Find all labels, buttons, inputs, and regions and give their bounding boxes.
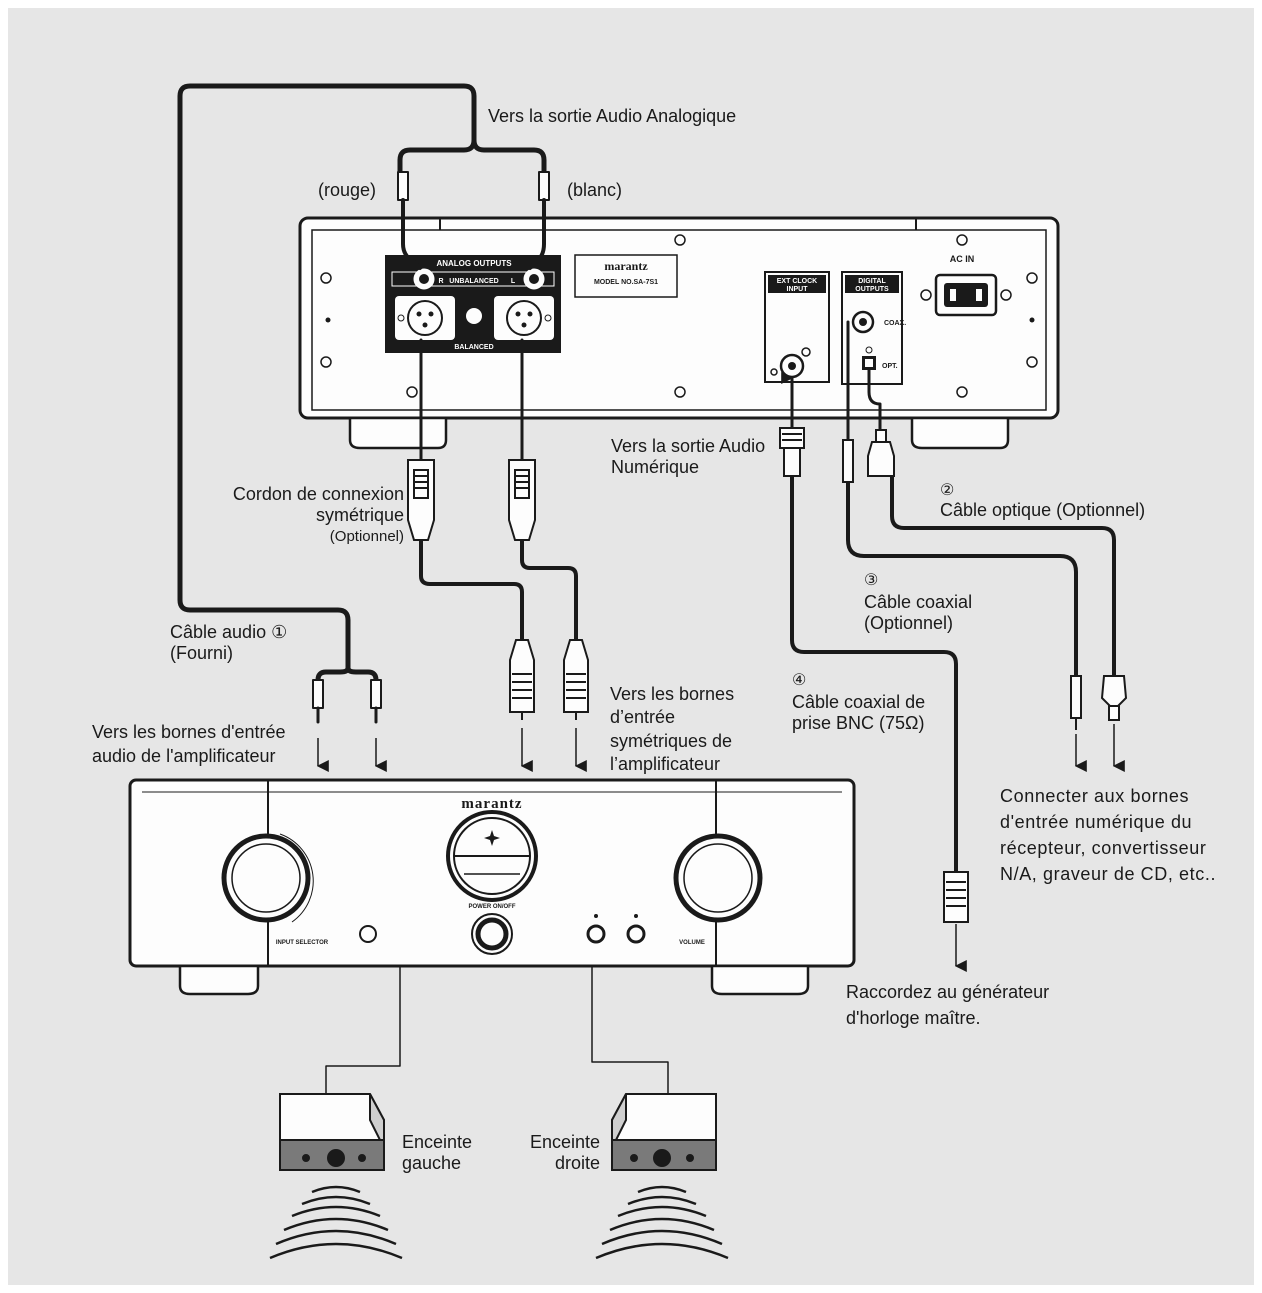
speaker-left-icon [279,1093,385,1171]
digital-connect-label-1: Connecter aux bornes [1000,786,1190,806]
sound-wave-icons [269,1185,729,1260]
player-digital-outputs-label-1: DIGITAL [858,278,886,285]
optical-cable-label: Câble optique (Optionnel) [940,500,1146,520]
player-ext-clock-label-1: EXT CLOCK [777,278,817,285]
cd-player-back-panel [298,216,1060,450]
balanced-input-label-4: l’amplificateur [610,754,721,774]
cables [177,83,1116,1095]
digital-output-label-2: Numérique [611,457,700,477]
blanc-label: (blanc) [567,180,623,200]
digital-connect-label-4: N/A, graveur de CD, etc.. [1000,864,1217,884]
speaker-left-label-2: gauche [402,1153,462,1173]
optical-number: ② [940,482,955,499]
amp-input-label-2: audio de l'amplificateur [92,746,276,766]
balanced-input-label-1: Vers les bornes [610,684,735,704]
screw-icons [320,234,1038,398]
audio-cable-label-2: (Fourni) [170,643,234,663]
balanced-input-label-2: d’entrée [610,707,676,727]
digital-connect-label-2: d'entrée numérique du [1000,812,1193,832]
balanced-cord-label-1: Cordon de connexion [232,484,404,504]
clock-label-1: Raccordez au générateur [846,982,1050,1002]
digital-output-label-1: Vers la sortie Audio [611,436,766,456]
speaker-right-icon [611,1093,717,1171]
player-digital-outputs-label-2: OUTPUTS [855,286,889,293]
amp-input-label-1: Vers les bornes d'entrée [92,722,286,742]
volume-knob-icon [673,833,763,923]
amp-input-selector-label: INPUT SELECTOR [276,940,329,946]
bnc-label-2: prise BNC (75Ω) [792,713,925,733]
coaxial-number: ③ [864,572,879,589]
arrow-icons [316,372,1125,972]
coaxial-label-1: Câble coaxial [864,592,973,612]
player-unbalanced-label: UNBALANCED [449,278,498,285]
amplifier-front-panel [128,778,856,996]
panel-text: ANALOG OUTPUTS UNBALANCED R L BALANCED m… [276,254,974,946]
player-coax-label: COAX. [884,320,906,327]
player-ext-clock-label-2: INPUT [787,286,809,293]
player-l-label: L [511,278,516,285]
player-model: MODEL NO.SA-7S1 [594,279,658,286]
speaker-right-label-1: Enceinte [529,1132,600,1152]
amp-brand: marantz [461,796,522,812]
speaker-left-label-1: Enceinte [402,1132,473,1152]
analog-output-label: Vers la sortie Audio Analogique [488,106,737,126]
digital-connect-label-3: récepteur, convertisseur [1000,838,1207,858]
bnc-label-1: Câble coaxial de [792,692,926,712]
speaker-right-label-2: droite [554,1153,600,1173]
balanced-cord-label-3: (Optionnel) [329,528,404,545]
amp-power-label: POWER ON/OFF [469,904,516,910]
coaxial-label-2: (Optionnel) [864,613,954,633]
player-r-label: R [438,278,443,285]
player-balanced-label: BALANCED [454,344,493,351]
player-opt-label: OPT. [882,363,898,370]
player-brand: marantz [604,259,648,273]
player-analog-outputs-label: ANALOG OUTPUTS [436,259,512,268]
bnc-number: ④ [792,672,807,689]
input-selector-knob-icon [221,833,311,923]
amp-volume-label: VOLUME [679,940,705,946]
player-ac-in-label: AC IN [950,254,975,264]
rouge-label: (rouge) [318,180,377,200]
balanced-cord-label-2: symétrique [315,505,404,525]
balanced-input-label-3: symétriques de [610,731,733,751]
audio-cable [177,83,477,671]
audio-cable-label-1: Câble audio ① [170,622,288,642]
clock-label-2: d'horloge maître. [846,1008,981,1028]
plug-icons [407,427,1128,923]
